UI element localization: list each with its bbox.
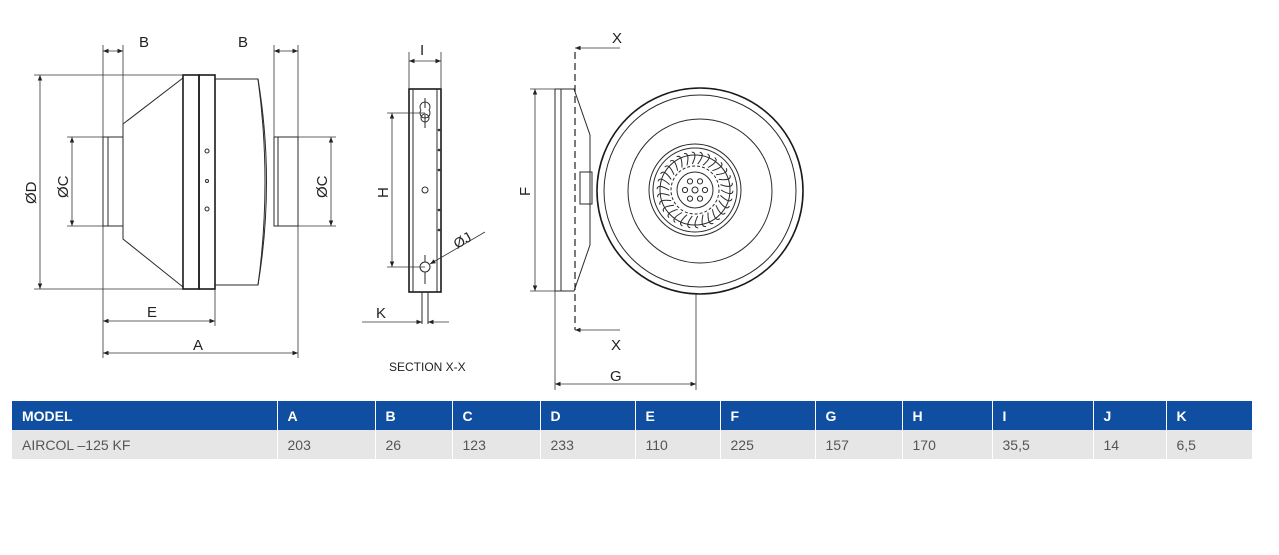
section-mark-x-bottom: X: [611, 337, 621, 354]
impeller-blade: [687, 215, 693, 229]
impeller-hub-holes: [681, 178, 709, 202]
impeller-blade: [659, 199, 672, 205]
cell-e: 110: [635, 430, 721, 459]
col-header-k: K: [1166, 401, 1252, 430]
hub-hole: [686, 195, 694, 202]
dim-label-b-left: B: [139, 34, 149, 51]
impeller-blade: [718, 175, 731, 181]
cell-a: 203: [277, 430, 376, 459]
impeller-blades: [656, 151, 734, 229]
cell-c: 123: [452, 430, 541, 459]
cell-k: 6,5: [1166, 430, 1252, 459]
side-view: B B ØD ØC ØC E A: [23, 34, 336, 358]
impeller-blade: [715, 168, 728, 176]
impeller-blade: [657, 178, 670, 185]
impeller-blade: [657, 193, 670, 198]
hub-hole: [696, 178, 704, 185]
impeller-blade: [680, 214, 688, 227]
impeller-blade: [673, 212, 683, 223]
hub-hole: [686, 178, 694, 185]
impeller-blade: [702, 153, 710, 166]
spec-table: MODEL A B C D E F G H I J K AIRCOL –125 …: [12, 401, 1252, 459]
col-header-a: A: [277, 401, 376, 430]
impeller-blade: [720, 195, 733, 202]
col-header-i: I: [992, 401, 1094, 430]
section-mark-x-top: X: [612, 30, 622, 47]
col-header-g: G: [815, 401, 903, 430]
col-header-d: D: [540, 401, 636, 430]
impeller-blade: [697, 151, 703, 165]
impeller-blade: [660, 171, 672, 180]
col-header-c: C: [452, 401, 541, 430]
section-caption: SECTION X-X: [389, 360, 466, 374]
impeller-blade: [683, 152, 689, 166]
col-header-f: F: [720, 401, 816, 430]
dim-label-e: E: [147, 304, 157, 321]
impeller-blade: [669, 160, 679, 171]
dim-label-a: A: [193, 337, 203, 354]
dim-label-h: H: [375, 187, 392, 198]
dim-label-j: ØJ: [451, 229, 474, 252]
impeller-blade: [707, 212, 714, 225]
technical-drawing: B B ØD ØC ØC E A: [23, 30, 804, 390]
cell-i: 35,5: [992, 430, 1094, 459]
impeller-blade: [662, 204, 675, 212]
dim-label-g: G: [610, 368, 622, 385]
col-header-j: J: [1093, 401, 1167, 430]
impeller-blade: [720, 182, 733, 187]
impeller-blade: [711, 209, 721, 220]
cell-h: 170: [902, 430, 993, 459]
impeller-blade: [694, 215, 699, 229]
dim-label-i: I: [420, 42, 424, 59]
cell-g: 157: [815, 430, 903, 459]
front-view: X X F G: [517, 30, 804, 390]
impeller-blade: [718, 200, 730, 209]
cell-f: 225: [720, 430, 816, 459]
hub-hole: [681, 186, 689, 194]
dim-label-f: F: [517, 187, 534, 196]
cell-model: AIRCOL –125 KF: [12, 430, 278, 459]
cell-j: 14: [1093, 430, 1167, 459]
impeller-blade: [720, 189, 734, 195]
dim-label-k: K: [376, 305, 386, 322]
impeller-blade: [707, 157, 717, 168]
impeller-blade: [701, 214, 707, 228]
impeller-blade: [667, 208, 678, 219]
cell-d: 233: [540, 430, 636, 459]
table-row: AIRCOL –125 KF 203 26 123 233 110 225 15…: [12, 430, 1252, 459]
dim-label-c-left: ØC: [55, 175, 72, 198]
hub-hole: [696, 195, 704, 202]
dim-label-d: ØD: [23, 181, 40, 204]
impeller-blade: [715, 205, 726, 215]
impeller-blade: [656, 185, 670, 191]
col-header-h: H: [902, 401, 993, 430]
hub-hole: [701, 186, 709, 194]
table-header-row: MODEL A B C D E F G H I J K: [12, 401, 1252, 430]
col-header-model: MODEL: [12, 401, 278, 430]
col-header-e: E: [635, 401, 721, 430]
impeller-blade: [712, 161, 723, 172]
impeller-blade: [664, 165, 675, 175]
cell-b: 26: [375, 430, 453, 459]
col-header-b: B: [375, 401, 453, 430]
section-view: I H ØJ K SECTION X-X: [362, 42, 486, 374]
impeller-blade: [691, 151, 696, 165]
dim-label-b-right: B: [238, 34, 248, 51]
dim-label-c-right: ØC: [314, 175, 331, 198]
impeller-blade: [676, 155, 683, 168]
